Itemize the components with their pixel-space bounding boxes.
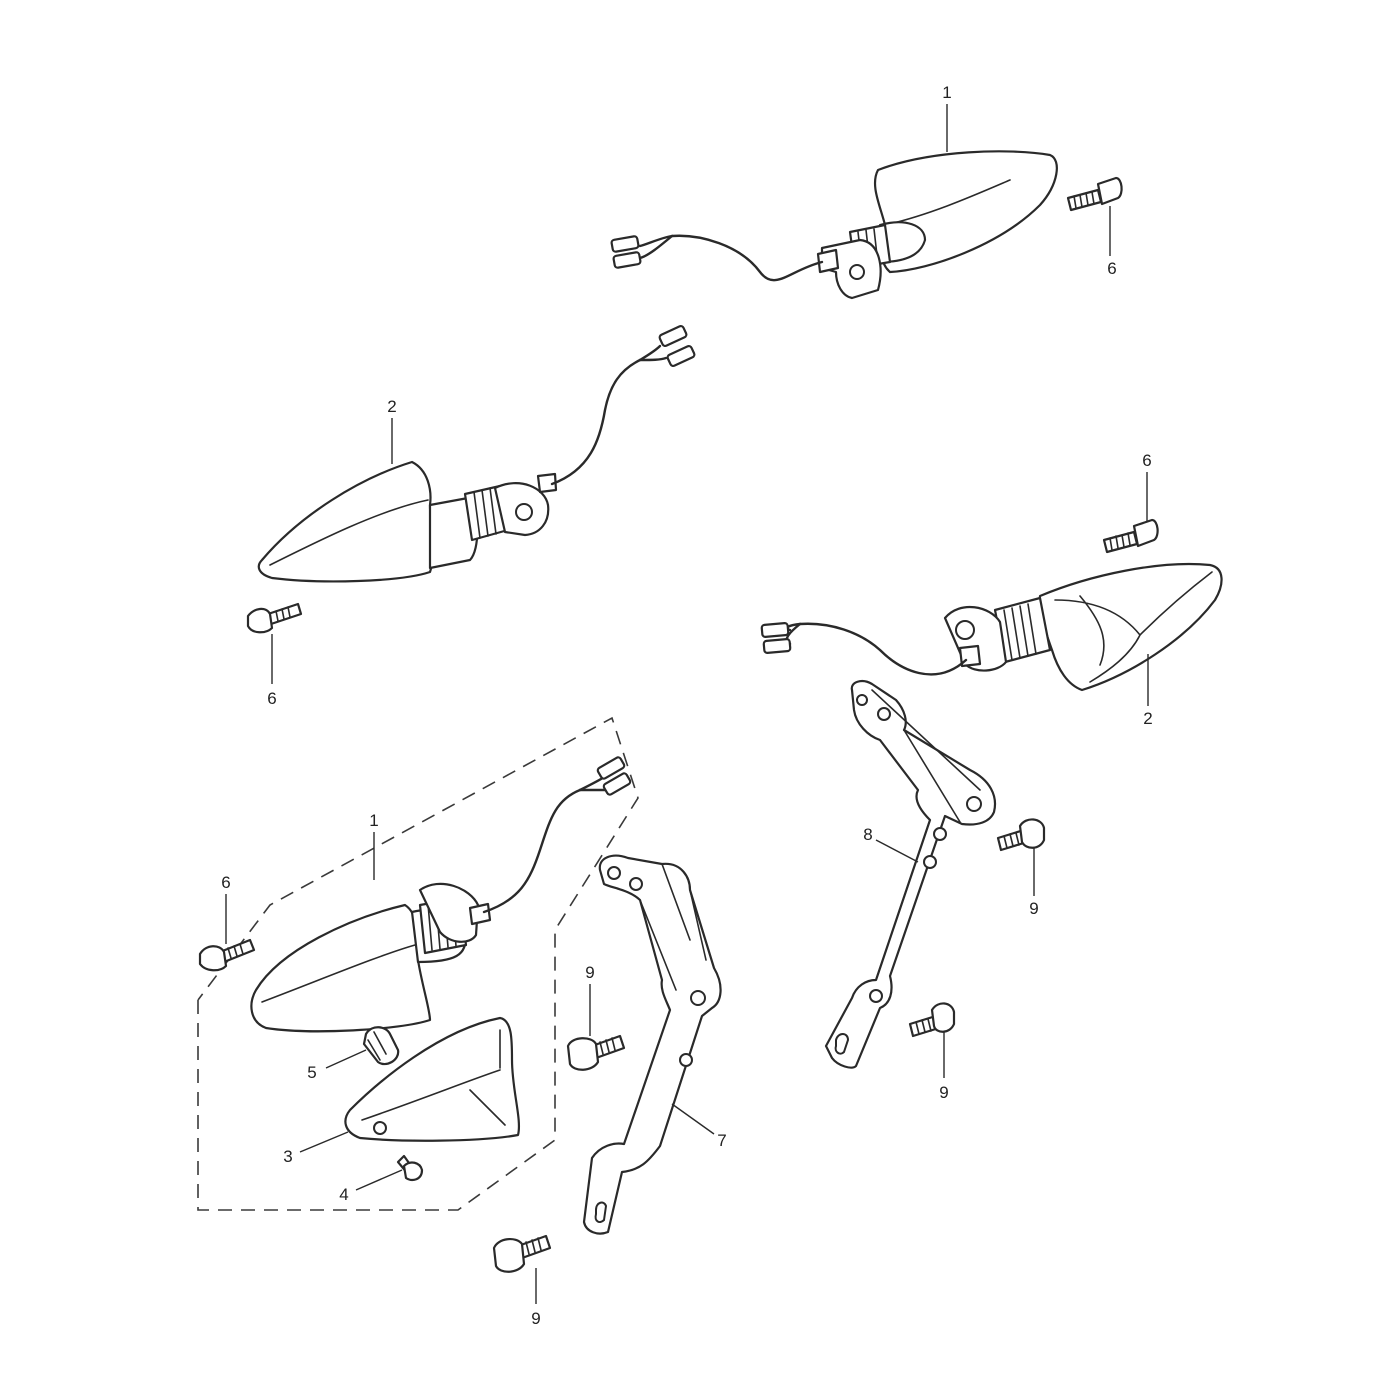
leader-8 xyxy=(875,839,919,863)
bracket-7 xyxy=(582,854,722,1235)
bolt-9-right-bottom xyxy=(908,1002,956,1038)
callout-5: 5 xyxy=(307,1063,316,1082)
callout-2-right: 2 xyxy=(1143,709,1152,728)
indicator-right xyxy=(760,562,1223,692)
callout-1-group: 1 xyxy=(369,811,378,830)
leader-3 xyxy=(299,1131,349,1153)
callout-6-left: 6 xyxy=(267,689,276,708)
bolt-9-bottom xyxy=(492,1234,552,1273)
callout-9-mid: 9 xyxy=(585,963,594,982)
bracket-8 xyxy=(824,680,997,1069)
screw-6-group xyxy=(198,938,256,972)
screw-6-left xyxy=(246,602,303,634)
screw-6-right xyxy=(1102,518,1159,554)
callout-6-right: 6 xyxy=(1142,451,1151,470)
callout-9-bottom: 9 xyxy=(531,1309,540,1328)
bulb-5 xyxy=(362,1026,400,1066)
screw-4 xyxy=(396,1154,424,1181)
callout-9-right-top: 9 xyxy=(1029,899,1038,918)
leader-5 xyxy=(325,1049,367,1069)
callout-7: 7 xyxy=(717,1131,726,1150)
callout-1-top: 1 xyxy=(942,83,951,102)
indicator-left xyxy=(257,324,696,583)
leader-7 xyxy=(671,1103,715,1135)
callout-3: 3 xyxy=(283,1147,292,1166)
lens-3 xyxy=(344,1016,520,1142)
callout-2-left: 2 xyxy=(387,397,396,416)
callout-6-top: 6 xyxy=(1107,259,1116,278)
leader-4 xyxy=(355,1169,403,1191)
screw-6-top xyxy=(1066,176,1123,212)
callout-9-right-bottom: 9 xyxy=(939,1083,948,1102)
indicator-group xyxy=(250,756,632,1033)
bolt-9-mid xyxy=(566,1034,626,1071)
bolt-9-right-top xyxy=(996,818,1046,852)
callout-6-group: 6 xyxy=(221,873,230,892)
indicator-top xyxy=(610,150,1058,300)
assembly-group-outline xyxy=(197,716,639,1211)
callout-4: 4 xyxy=(339,1185,348,1204)
callout-8: 8 xyxy=(863,825,872,844)
